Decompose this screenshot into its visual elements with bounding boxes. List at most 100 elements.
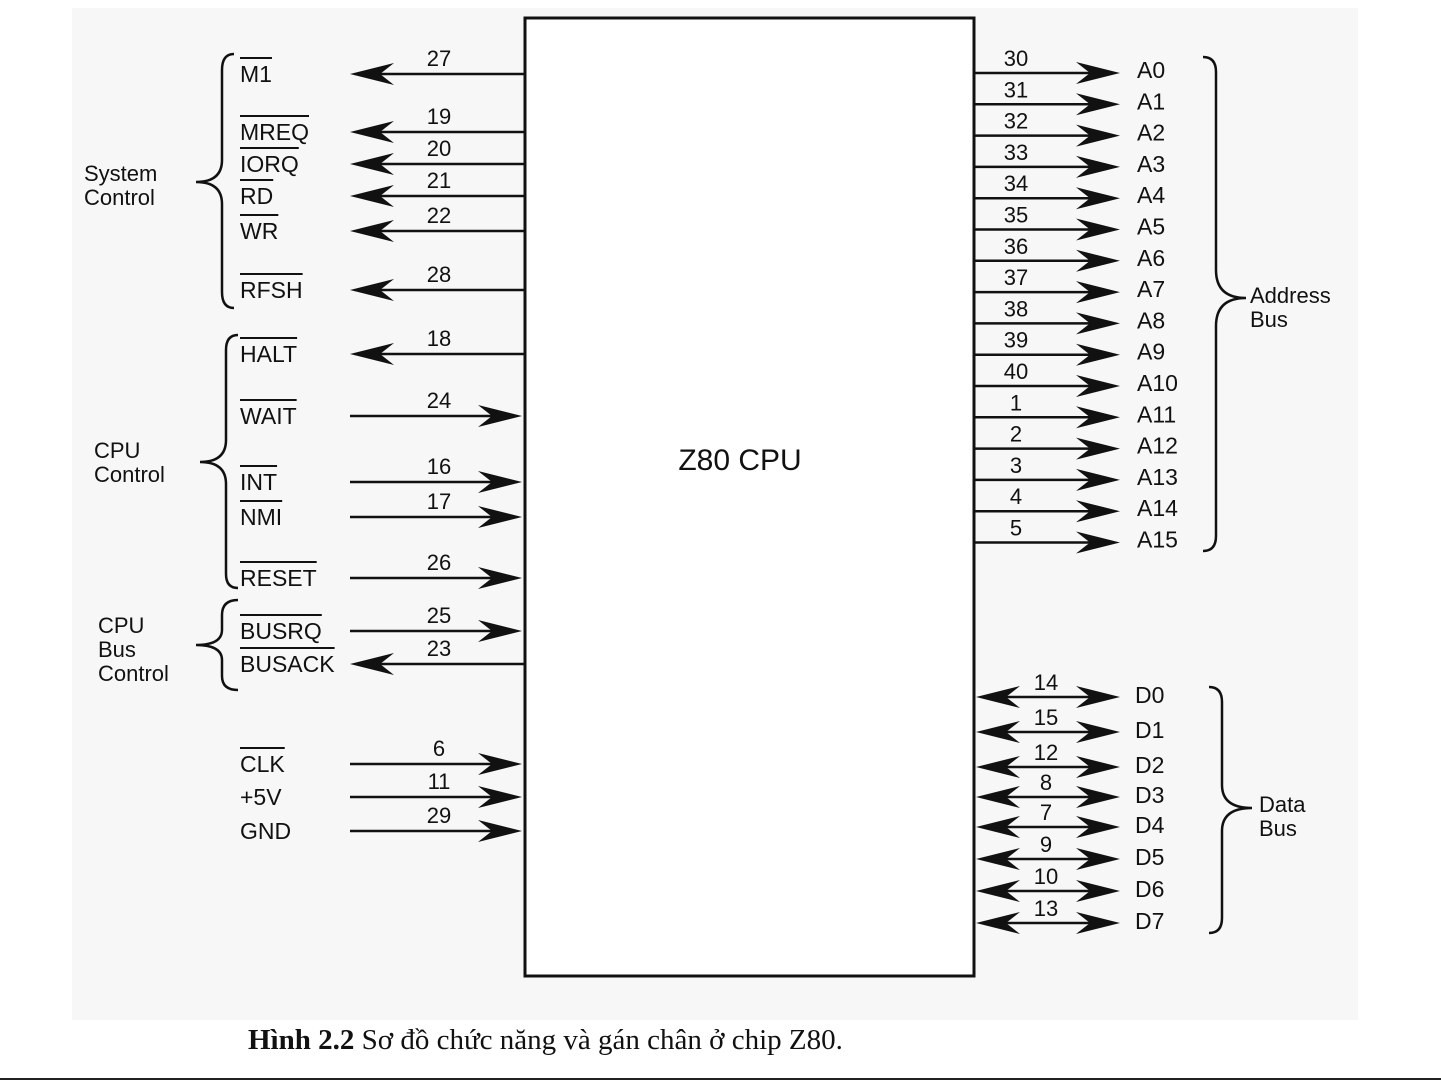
address-bus-brace [1202, 55, 1247, 553]
pin-a10: 40 A10 [975, 359, 1178, 397]
signal-name: D2 [1135, 752, 1164, 778]
pin-d2: 12 D2 [976, 740, 1164, 778]
pin-number: 20 [427, 136, 451, 161]
arrow-right-icon [478, 567, 522, 589]
pin-number: 28 [427, 262, 451, 287]
signal-name: A3 [1137, 151, 1165, 177]
pin-number: 27 [427, 46, 451, 71]
pin-number: 11 [428, 769, 451, 794]
system-control-label-line2: Control [84, 185, 155, 210]
arrow-left-icon [976, 880, 1020, 902]
arrow-right-icon [1076, 249, 1120, 272]
arrow-right-icon [1076, 343, 1120, 366]
pin-a1: 31 A1 [975, 77, 1165, 116]
pin-number: 6 [433, 736, 445, 761]
data-bus-label-line2: Bus [1259, 816, 1297, 841]
arrow-right-icon [1076, 124, 1120, 147]
arrow-left-icon [976, 786, 1020, 808]
signal-name: RESET [240, 565, 317, 591]
cpu-bus-control-label-line3: Control [98, 661, 169, 686]
pin-number: 1 [1010, 390, 1022, 415]
caption-text: Sơ đồ chức năng và gán chân ở chip Z80. [354, 1024, 843, 1056]
arrow-right-icon [478, 506, 522, 528]
pin-number: 21 [427, 168, 451, 193]
signal-name: GND [240, 818, 291, 844]
signal-name: MREQ [240, 119, 309, 145]
signal-name: A8 [1137, 307, 1165, 333]
signal-name: RD [240, 183, 273, 209]
signal-name: A10 [1137, 370, 1178, 396]
pin-number: 4 [1010, 484, 1022, 509]
signal-name: D6 [1135, 876, 1164, 902]
arrow-right-icon [1076, 281, 1120, 304]
pin-number: 37 [1004, 265, 1028, 290]
pin-number: 40 [1004, 359, 1028, 384]
arrow-left-icon [976, 721, 1020, 743]
signal-name: A0 [1137, 57, 1165, 83]
arrow-left-icon [350, 63, 394, 85]
pin-number: 36 [1004, 234, 1028, 259]
left-signal-pins: 27M119MREQ20IORQ21RD22WR28RFSH18HALT24WA… [240, 46, 524, 844]
cpu-control-brace [199, 333, 239, 590]
signal-name: A1 [1137, 88, 1165, 114]
pin-number: 9 [1040, 832, 1052, 857]
pin-a6: 36 A6 [975, 234, 1165, 272]
pin-number: 12 [1034, 740, 1058, 765]
signal-name: IORQ [240, 151, 299, 177]
arrow-right-icon [1076, 187, 1120, 210]
cpu-control-label-line2: Control [94, 462, 165, 487]
arrow-right-icon [478, 786, 522, 808]
signal-name: CLK [240, 751, 285, 777]
signal-name: WR [240, 218, 278, 244]
pin-number: 7 [1040, 800, 1052, 825]
address-bus-label-line2: Bus [1250, 307, 1288, 332]
arrow-right-icon [478, 405, 522, 427]
figure-caption: Hình 2.2 Sơ đồ chức năng và gán chân ở c… [248, 1024, 843, 1057]
data-bus-label-line1: Data [1259, 792, 1306, 817]
pin-number: 31 [1004, 77, 1028, 102]
signal-name: NMI [240, 504, 282, 530]
pin-number: 10 [1034, 864, 1058, 889]
arrow-left-icon [976, 686, 1020, 708]
pin-d5: 9 D5 [976, 832, 1164, 870]
signal-name: D1 [1135, 717, 1164, 743]
arrow-left-icon [350, 653, 394, 675]
pin-number: 29 [427, 803, 451, 828]
arrow-right-icon [1076, 93, 1120, 116]
signal-name: BUSACK [240, 651, 335, 677]
pin-number: 35 [1004, 203, 1028, 228]
cpu-bus-control-brace [195, 598, 239, 692]
pin-number: 18 [427, 326, 451, 351]
arrow-right-icon [1076, 848, 1120, 870]
arrow-right-icon [1076, 721, 1120, 743]
signal-name: HALT [240, 341, 297, 367]
arrow-right-icon [1076, 816, 1120, 838]
signal-name: A6 [1137, 245, 1165, 271]
signal-name: D5 [1135, 844, 1164, 870]
pin-number: 26 [427, 550, 451, 575]
pin-number: 25 [427, 603, 451, 628]
pin-number: 23 [427, 636, 451, 661]
pin-number: 5 [1010, 516, 1022, 541]
signal-name: INT [240, 469, 277, 495]
arrow-right-icon [1076, 880, 1120, 902]
